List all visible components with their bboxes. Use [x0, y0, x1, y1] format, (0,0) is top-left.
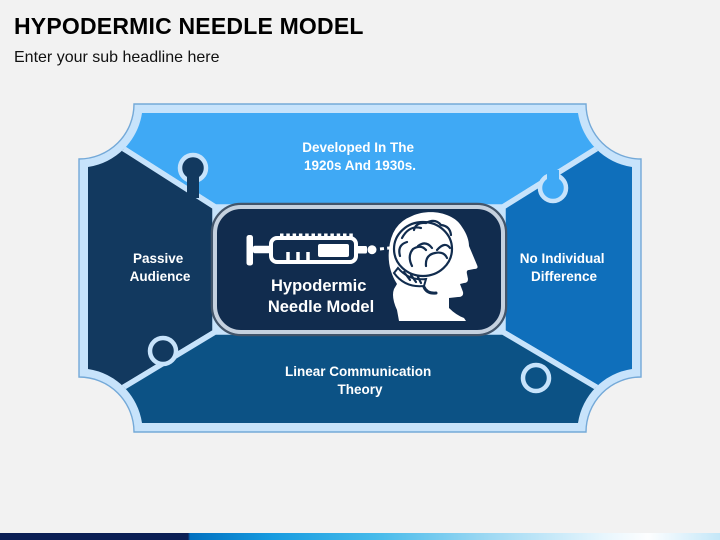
puzzle-socket-bottom-right: [520, 362, 552, 394]
syringe-icon: [246, 233, 399, 266]
right-piece-label: No Individual Difference: [520, 251, 609, 284]
bottom-piece-label: Linear Communication Theory: [285, 364, 435, 397]
footer-accent-bar: [0, 533, 720, 540]
top-piece-label: Developed In The 1920s And 1930s.: [302, 140, 418, 173]
puzzle-knob-neck: [187, 176, 199, 198]
center-box-label: Hypodermic Needle Model: [268, 277, 374, 316]
page-title: HYPODERMIC NEEDLE MODEL: [14, 13, 364, 39]
puzzle-socket-bottom-left: [147, 335, 179, 367]
puzzle-piece-bottom: [88, 329, 632, 423]
brain-detail: [392, 219, 454, 295]
puzzle-knob-neck: [547, 170, 559, 184]
left-piece-label: Passive Audience: [130, 251, 191, 284]
page-subtitle: Enter your sub headline here: [14, 49, 220, 66]
center-box: Hypodermic Needle Model: [210, 202, 508, 337]
head-brain-icon: [388, 212, 478, 321]
